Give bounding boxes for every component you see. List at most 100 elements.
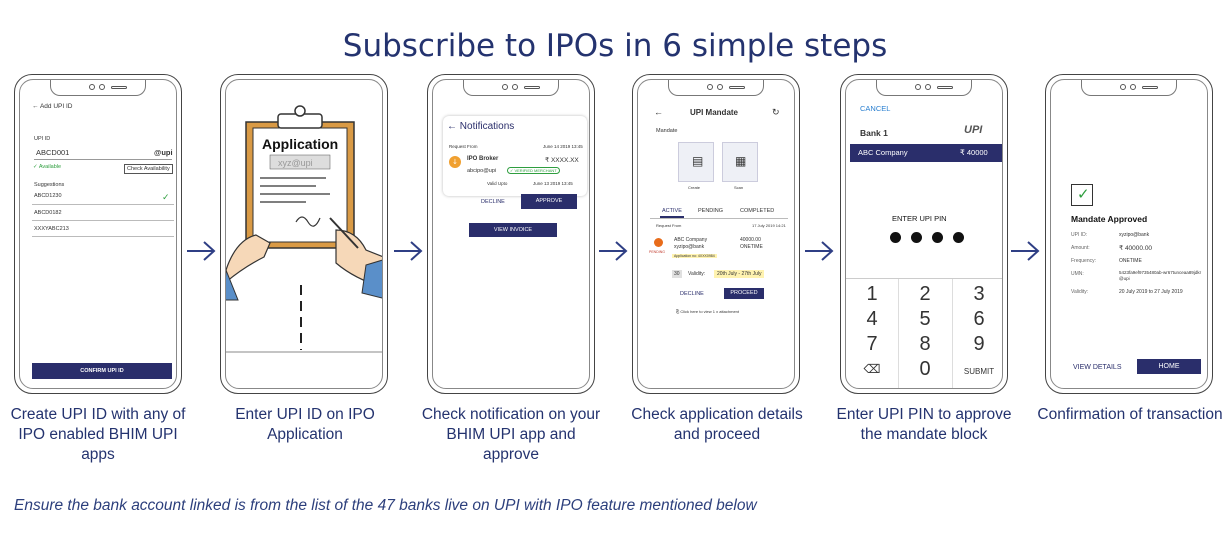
decline-button[interactable]: DECLINE bbox=[680, 291, 704, 297]
tab-active[interactable]: ACTIVE bbox=[662, 208, 682, 214]
phone-step-5: CANCEL Bank 1 UPI ABC Company ₹ 40000 EN… bbox=[840, 74, 1008, 394]
backspace-icon[interactable]: ⌫ bbox=[863, 362, 881, 376]
create-mandate-button[interactable]: ▤ bbox=[678, 142, 714, 182]
footnote: Ensure the bank account linked is from t… bbox=[14, 497, 757, 514]
divider bbox=[650, 218, 788, 219]
clipboard-illustration bbox=[226, 105, 382, 353]
available-status: ✓ Available bbox=[33, 164, 62, 170]
mandate-label: Mandate bbox=[656, 128, 678, 134]
key-9[interactable]: 9 bbox=[973, 333, 985, 355]
arrow-right-icon bbox=[187, 241, 216, 261]
pin-dot bbox=[890, 232, 901, 243]
decline-button[interactable]: DECLINE bbox=[481, 199, 505, 205]
upi-id-label: UPI ID bbox=[34, 136, 51, 142]
divider bbox=[32, 236, 174, 237]
upi-suffix: @upi bbox=[154, 148, 173, 157]
payee-name: ABC Company bbox=[858, 148, 908, 157]
check-mark: ✓ bbox=[1077, 186, 1090, 203]
proceed-button[interactable]: PROCEED bbox=[724, 288, 764, 299]
key-7[interactable]: 7 bbox=[866, 333, 878, 355]
validity-label: Validity: bbox=[1071, 289, 1089, 295]
company-handle: xyzipo@bank bbox=[674, 244, 705, 250]
submit-button[interactable]: SUBMIT bbox=[963, 367, 995, 376]
tab-pending[interactable]: PENDING bbox=[698, 208, 724, 214]
add-upi-back-link[interactable]: ← Add UPI ID bbox=[32, 103, 73, 110]
mandate-approved-heading: Mandate Approved bbox=[1071, 214, 1148, 224]
suggestion-item[interactable]: XXXYABC213 bbox=[34, 226, 69, 232]
approved-check-icon: ✓ bbox=[1071, 184, 1093, 206]
attachment-text: Click here to view 1 x attachment bbox=[680, 309, 740, 314]
view-details-button[interactable]: VIEW DETAILS bbox=[1073, 364, 1122, 371]
approve-button[interactable]: APPROVE bbox=[521, 194, 577, 209]
key-6[interactable]: 6 bbox=[973, 308, 985, 330]
confirm-upi-button[interactable]: CONFIRM UPI ID bbox=[32, 363, 172, 379]
scan-button[interactable]: ▦ bbox=[722, 142, 758, 182]
phone-screen: CANCEL Bank 1 UPI ABC Company ₹ 40000 EN… bbox=[845, 79, 1003, 389]
step-6-caption: Confirmation of transaction bbox=[1037, 406, 1223, 423]
step-4-caption: Check application details and proceed bbox=[631, 406, 803, 443]
step-1-caption: Create UPI ID with any of IPO enabled BH… bbox=[10, 406, 186, 463]
suggestion-item[interactable]: ABCD1230 bbox=[34, 193, 62, 199]
broker-handle: abcipo@upi bbox=[467, 168, 497, 174]
valid-upto-label: Valid Upto bbox=[487, 181, 508, 186]
company-name: ABC Company bbox=[674, 237, 708, 243]
key-2[interactable]: 2 bbox=[919, 283, 931, 305]
back-arrow-icon[interactable]: ← bbox=[654, 107, 663, 117]
key-5[interactable]: 5 bbox=[919, 308, 931, 330]
payee-amount: ₹ 40000 bbox=[960, 148, 988, 157]
key-4[interactable]: 4 bbox=[866, 308, 878, 330]
pending-status: PENDING bbox=[649, 250, 665, 254]
phone-screen: ✓ Mandate Approved UPI ID: xyzipo@bank A… bbox=[1050, 79, 1208, 389]
upi-id-input[interactable]: ABCD001 bbox=[36, 148, 70, 157]
key-8[interactable]: 8 bbox=[919, 333, 931, 355]
arrow-right-icon bbox=[1011, 241, 1040, 261]
divider bbox=[34, 159, 172, 160]
upi-logo: UPI bbox=[964, 124, 983, 136]
pin-dot bbox=[932, 232, 943, 243]
phone-step-3: ← Notifications Request From June 14 201… bbox=[427, 74, 595, 394]
phone-notch bbox=[463, 80, 559, 96]
tab-completed[interactable]: COMPLETED bbox=[740, 208, 775, 214]
refresh-icon[interactable]: ↻ bbox=[772, 107, 780, 117]
bank-name: Bank 1 bbox=[860, 128, 888, 138]
frequency-value: ONETIME bbox=[1119, 258, 1142, 264]
upi-id-field[interactable]: xyz@upi bbox=[278, 158, 313, 168]
mandate-frequency: ONETIME bbox=[740, 244, 763, 250]
enter-pin-label: ENTER UPI PIN bbox=[892, 214, 947, 223]
phone-notch bbox=[1081, 80, 1177, 96]
frequency-label: Frequency: bbox=[1071, 258, 1097, 264]
key-0[interactable]: 0 bbox=[919, 358, 931, 380]
request-from-label: Request From bbox=[656, 223, 682, 228]
notifications-heading: ← Notifications bbox=[447, 121, 515, 132]
mandate-amount: 40000.00 bbox=[740, 237, 761, 243]
phone-step-1: ← Add UPI ID UPI ID ABCD001 @upi ✓ Avail… bbox=[14, 74, 182, 394]
arrow-right-icon bbox=[805, 241, 834, 261]
check-availability-button[interactable]: Check Availability bbox=[124, 164, 173, 174]
request-from-label: Request From bbox=[449, 144, 478, 149]
phone-step-4: ← UPI Mandate ↻ Mandate ▤ Create ▦ Scan … bbox=[632, 74, 800, 394]
broker-name: IPO Broker bbox=[467, 156, 499, 162]
pin-dot bbox=[911, 232, 922, 243]
phone-screen: Application xyz@upi bbox=[225, 79, 383, 389]
check-icon: ✓ bbox=[162, 192, 170, 202]
arrow-right-icon bbox=[394, 241, 423, 261]
available-text: Available bbox=[38, 164, 62, 170]
cancel-button[interactable]: CANCEL bbox=[860, 104, 891, 113]
amount-label: Amount: bbox=[1071, 245, 1090, 251]
view-invoice-button[interactable]: VIEW INVOICE bbox=[469, 223, 557, 237]
phone-screen: ← Add UPI ID UPI ID ABCD001 @upi ✓ Avail… bbox=[19, 79, 177, 389]
notifications-title: Notifications bbox=[459, 121, 515, 132]
qr-icon: ▦ bbox=[735, 154, 747, 168]
document-icon: ▤ bbox=[692, 154, 704, 168]
key-1[interactable]: 1 bbox=[866, 283, 878, 305]
phone-step-6: ✓ Mandate Approved UPI ID: xyzipo@bank A… bbox=[1045, 74, 1213, 394]
step-3-caption: Check notification on your BHIM UPI app … bbox=[421, 406, 601, 463]
suggestion-item[interactable]: ABCD0182 bbox=[34, 210, 62, 216]
scan-label: Scan bbox=[734, 185, 744, 190]
key-3[interactable]: 3 bbox=[973, 283, 985, 305]
attachment-link[interactable]: ⎘ Click here to view 1 x attachment bbox=[676, 309, 740, 314]
verified-text: VERIFIED MERCHANT bbox=[514, 168, 557, 173]
home-button[interactable]: HOME bbox=[1137, 359, 1201, 374]
application-heading: Application bbox=[262, 136, 339, 152]
upi-id-value: xyzipo@bank bbox=[1119, 232, 1150, 238]
